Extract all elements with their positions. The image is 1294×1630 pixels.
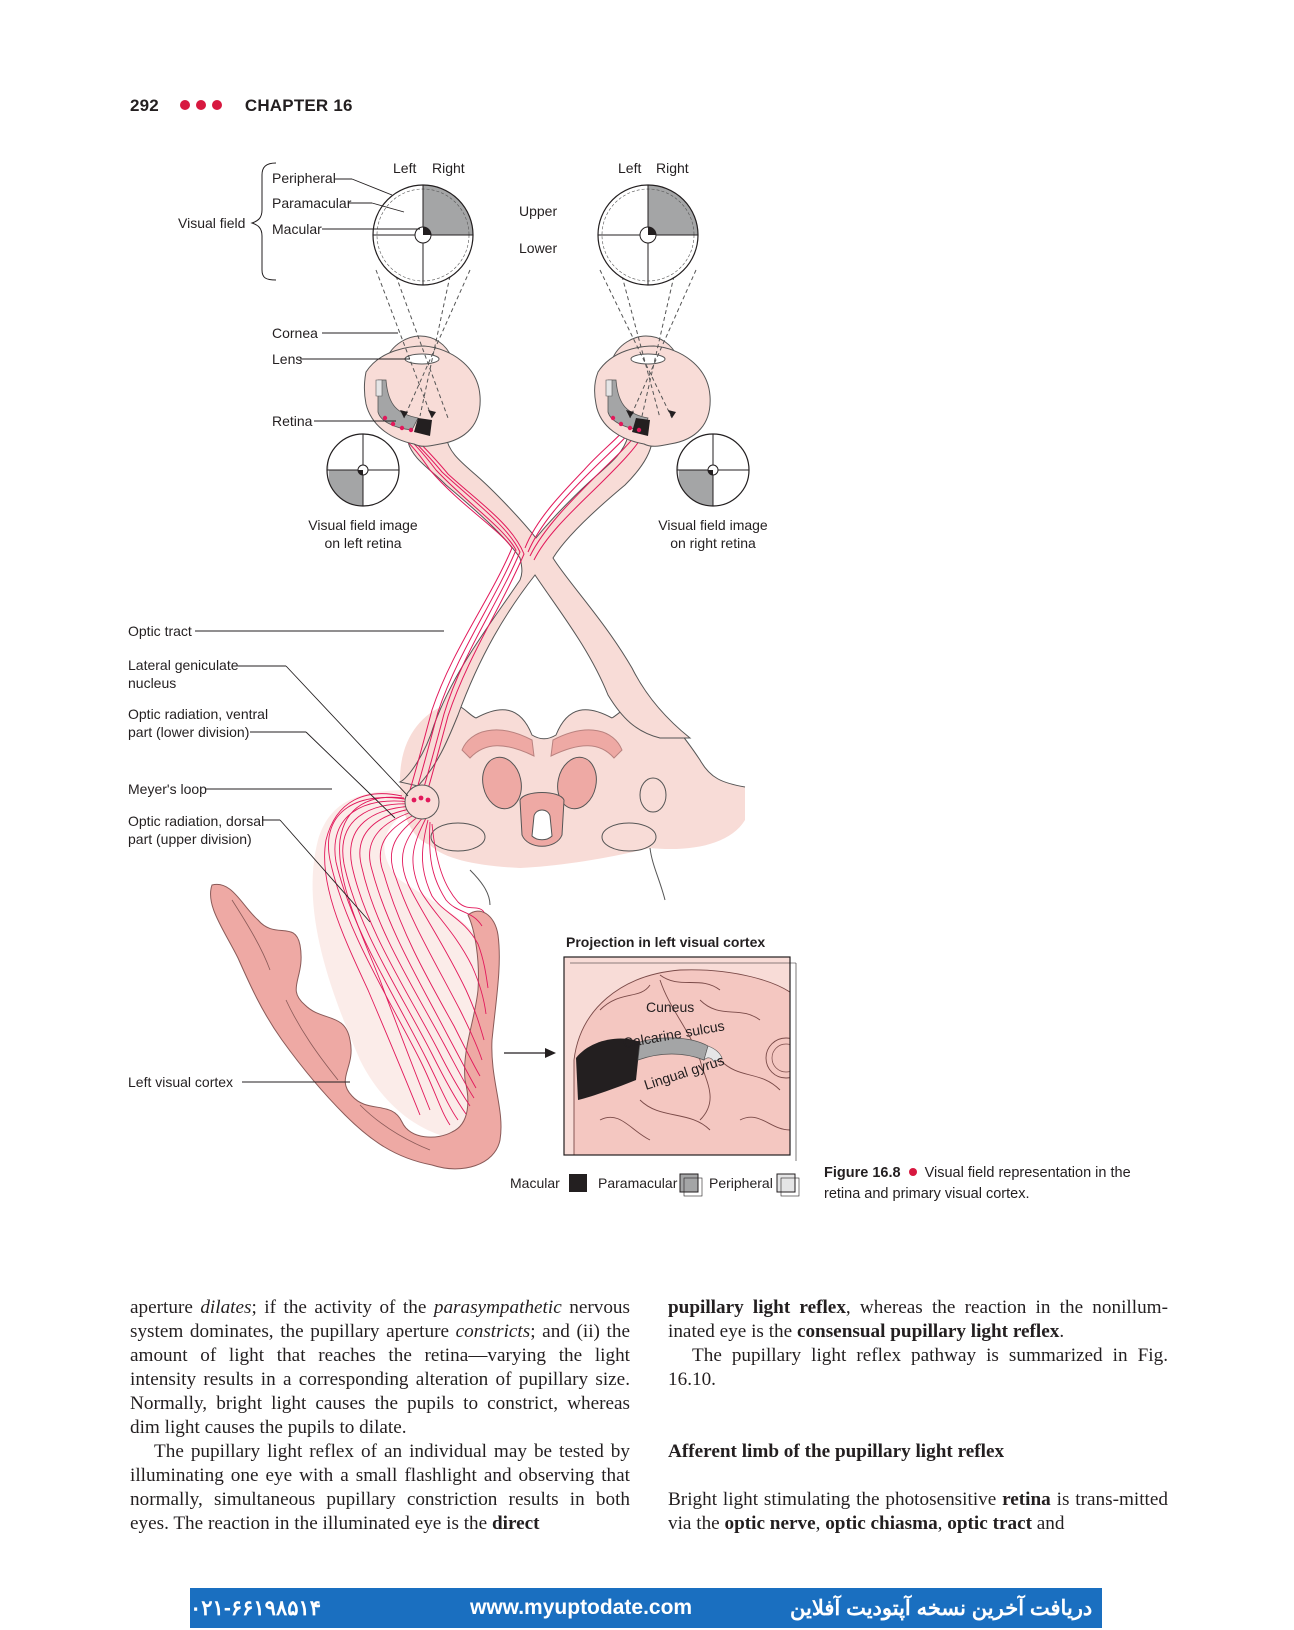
retinal-image-left	[326, 433, 400, 507]
right-eye	[594, 335, 711, 447]
label-left-1: Left	[393, 160, 416, 176]
arrow-icon	[545, 1048, 556, 1058]
label-dorsal-2: part (upper division)	[128, 831, 252, 847]
cortex-projection-inset	[563, 956, 797, 1161]
label-vf-right-2: on right retina	[670, 535, 756, 551]
caption-dot-icon	[908, 1168, 917, 1177]
retinal-image-right	[676, 433, 750, 507]
left-column: aperture dilates; if the activity of the…	[130, 1296, 630, 1536]
label-cuneus: Cuneus	[646, 999, 694, 1015]
banner-persian-text: دریافت آخرین نسخه آپتودیت آفلاین	[790, 1597, 1093, 1620]
chapter-title: CHAPTER 16	[244, 96, 353, 115]
label-right-1: Right	[432, 160, 465, 176]
label-lens: Lens	[272, 351, 302, 367]
label-vf-left-2: on left retina	[324, 535, 401, 551]
visual-pathway-figure: Visual field Peripheral Paramacular Macu…	[128, 160, 800, 1197]
midbrain-section	[400, 703, 746, 906]
legend-swatch-macular	[569, 1174, 587, 1192]
right-column: pupillary light reflex, whereas the reac…	[668, 1296, 1168, 1536]
occipital-cortex	[210, 883, 502, 1170]
optic-radiation-tissue	[312, 790, 489, 1136]
page-header: 292 CHAPTER 16	[130, 96, 353, 116]
legend-swatch-paramacular	[679, 1173, 699, 1193]
legend-peripheral: Peripheral	[709, 1175, 773, 1191]
visual-field-brace	[250, 162, 277, 281]
label-vf-right-1: Visual field image	[658, 517, 768, 533]
header-dot-icon	[179, 99, 190, 110]
right-paragraph-3: Bright light stimulating the photosensit…	[668, 1489, 1168, 1534]
label-ventral-2: part (lower division)	[128, 724, 249, 740]
caption-label: Figure 16.8	[824, 1165, 901, 1181]
footer-banner: ۰۲۱-۶۶۱۹۸۵۱۴ www.myuptodate.com دریافت آ…	[190, 1588, 1102, 1628]
right-paragraph-1: pupillary light reflex, whereas the reac…	[668, 1297, 1168, 1342]
projection-lines	[375, 269, 697, 419]
label-lgn-1: Lateral geniculate	[128, 657, 239, 673]
label-cornea: Cornea	[272, 325, 318, 341]
label-ventral-1: Optic radiation, ventral	[128, 706, 268, 722]
label-macular: Macular	[272, 221, 322, 237]
page-number: 292	[130, 96, 159, 115]
header-dot-icon	[195, 99, 206, 110]
optic-nerve-fibers	[383, 423, 645, 797]
label-dorsal-1: Optic radiation, dorsal	[128, 813, 264, 829]
label-meyers-loop: Meyer's loop	[128, 781, 207, 797]
left-paragraph-1: aperture dilates; if the activity of the…	[130, 1297, 630, 1438]
right-paragraph-2: The pupillary light reflex pathway is su…	[668, 1345, 1168, 1390]
legend-swatch-peripheral	[776, 1173, 796, 1193]
label-upper: Upper	[519, 203, 557, 219]
section-heading: Afferent limb of the pupillary light ref…	[668, 1441, 1005, 1462]
label-right-2: Right	[656, 160, 689, 176]
label-left-visual-cortex: Left visual cortex	[128, 1074, 233, 1090]
left-paragraph-2: The pupillary light reflex of an individ…	[130, 1441, 630, 1534]
label-lower: Lower	[519, 240, 557, 256]
legend-paramacular: Paramacular	[598, 1175, 678, 1191]
leader-lines	[195, 178, 444, 1083]
label-vf-left-1: Visual field image	[308, 517, 418, 533]
label-optic-tract: Optic tract	[128, 623, 192, 639]
lateral-geniculate-nucleus	[404, 784, 440, 820]
label-projection-title: Projection in left visual cortex	[566, 934, 765, 950]
banner-url[interactable]: www.myuptodate.com	[470, 1596, 693, 1619]
optic-radiation-fibers	[324, 793, 489, 1126]
label-left-2: Left	[618, 160, 641, 176]
legend-macular: Macular	[510, 1175, 560, 1191]
label-retina: Retina	[272, 413, 313, 429]
header-dot-icon	[211, 99, 222, 110]
caption-text: Visual field representation in the retin…	[824, 1165, 1131, 1202]
visual-field-right-eye	[597, 184, 699, 286]
visual-field-left-eye	[372, 184, 474, 286]
label-lgn-2: nucleus	[128, 675, 176, 691]
label-peripheral: Peripheral	[272, 170, 336, 186]
label-visual-field: Visual field	[178, 215, 245, 231]
label-paramacular: Paramacular	[272, 195, 352, 211]
banner-phone: ۰۲۱-۶۶۱۹۸۵۱۴	[190, 1597, 322, 1620]
